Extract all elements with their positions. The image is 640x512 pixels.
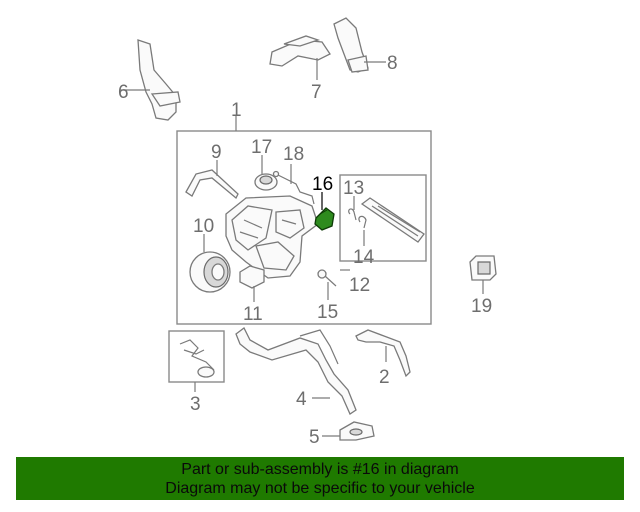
- callout-11: 11: [243, 304, 263, 325]
- part-4-pipe-assembly[interactable]: [235, 327, 357, 415]
- part-2-pipe[interactable]: [355, 329, 411, 378]
- callout-15: 15: [317, 302, 338, 323]
- callout-16: 16: [312, 174, 333, 195]
- part-16-highlighted[interactable]: [314, 207, 335, 231]
- part-13-clip[interactable]: [348, 208, 357, 221]
- part-15-sensor[interactable]: [317, 269, 337, 287]
- part-17-actuator[interactable]: [254, 173, 278, 191]
- callout-13: 13: [343, 178, 364, 199]
- part-19-bracket[interactable]: [469, 255, 497, 281]
- callout-4: 4: [296, 389, 307, 410]
- part-3-frame: [168, 330, 225, 383]
- part-14-clip[interactable]: [358, 215, 367, 229]
- callout-10: 10: [193, 216, 214, 237]
- callout-5: 5: [309, 427, 320, 448]
- callout-12: 12: [349, 275, 370, 296]
- part-3-hose-set[interactable]: [179, 339, 215, 378]
- callout-3: 3: [190, 394, 201, 415]
- main-assembly-frame: [176, 130, 432, 325]
- banner-line-disclaimer: Diagram may not be specific to your vehi…: [165, 480, 475, 497]
- part-7-duct[interactable]: [269, 35, 331, 67]
- exploded-parts-diagram: 1 2 3 4 5 6 7 8 9 10 11 12 13 14 15 16 1…: [118, 17, 497, 448]
- callout-2: 2: [379, 367, 390, 388]
- part-9-rod[interactable]: [185, 169, 239, 200]
- callout-17: 17: [251, 137, 272, 158]
- callout-7: 7: [311, 82, 322, 103]
- callout-19: 19: [471, 296, 492, 317]
- callout-8: 8: [387, 53, 398, 74]
- sub-assembly-frame: [339, 174, 427, 262]
- callout-14: 14: [353, 247, 375, 268]
- callout-18: 18: [283, 144, 304, 165]
- hvac-case-housing[interactable]: [225, 195, 319, 279]
- part-11-resistor[interactable]: [239, 265, 265, 289]
- banner-line-part-number: Part or sub-assembly is #16 in diagram: [181, 461, 459, 478]
- callout-1: 1: [231, 100, 242, 121]
- notice-banner: Part or sub-assembly is #16 in diagram D…: [16, 457, 624, 500]
- part-10-blower-motor[interactable]: [189, 251, 231, 293]
- callout-labels: 1 2 3 4 5 6 7 8 9 10 11 12 13 14 15 16 1…: [118, 53, 492, 448]
- heater-core[interactable]: [360, 197, 425, 243]
- part-18-wire[interactable]: [272, 170, 315, 205]
- callout-6: 6: [118, 82, 129, 103]
- part-8-duct[interactable]: [333, 17, 369, 73]
- part-5-grommet[interactable]: [339, 421, 375, 441]
- callout-9: 9: [211, 142, 222, 163]
- part-6-duct[interactable]: [137, 39, 181, 121]
